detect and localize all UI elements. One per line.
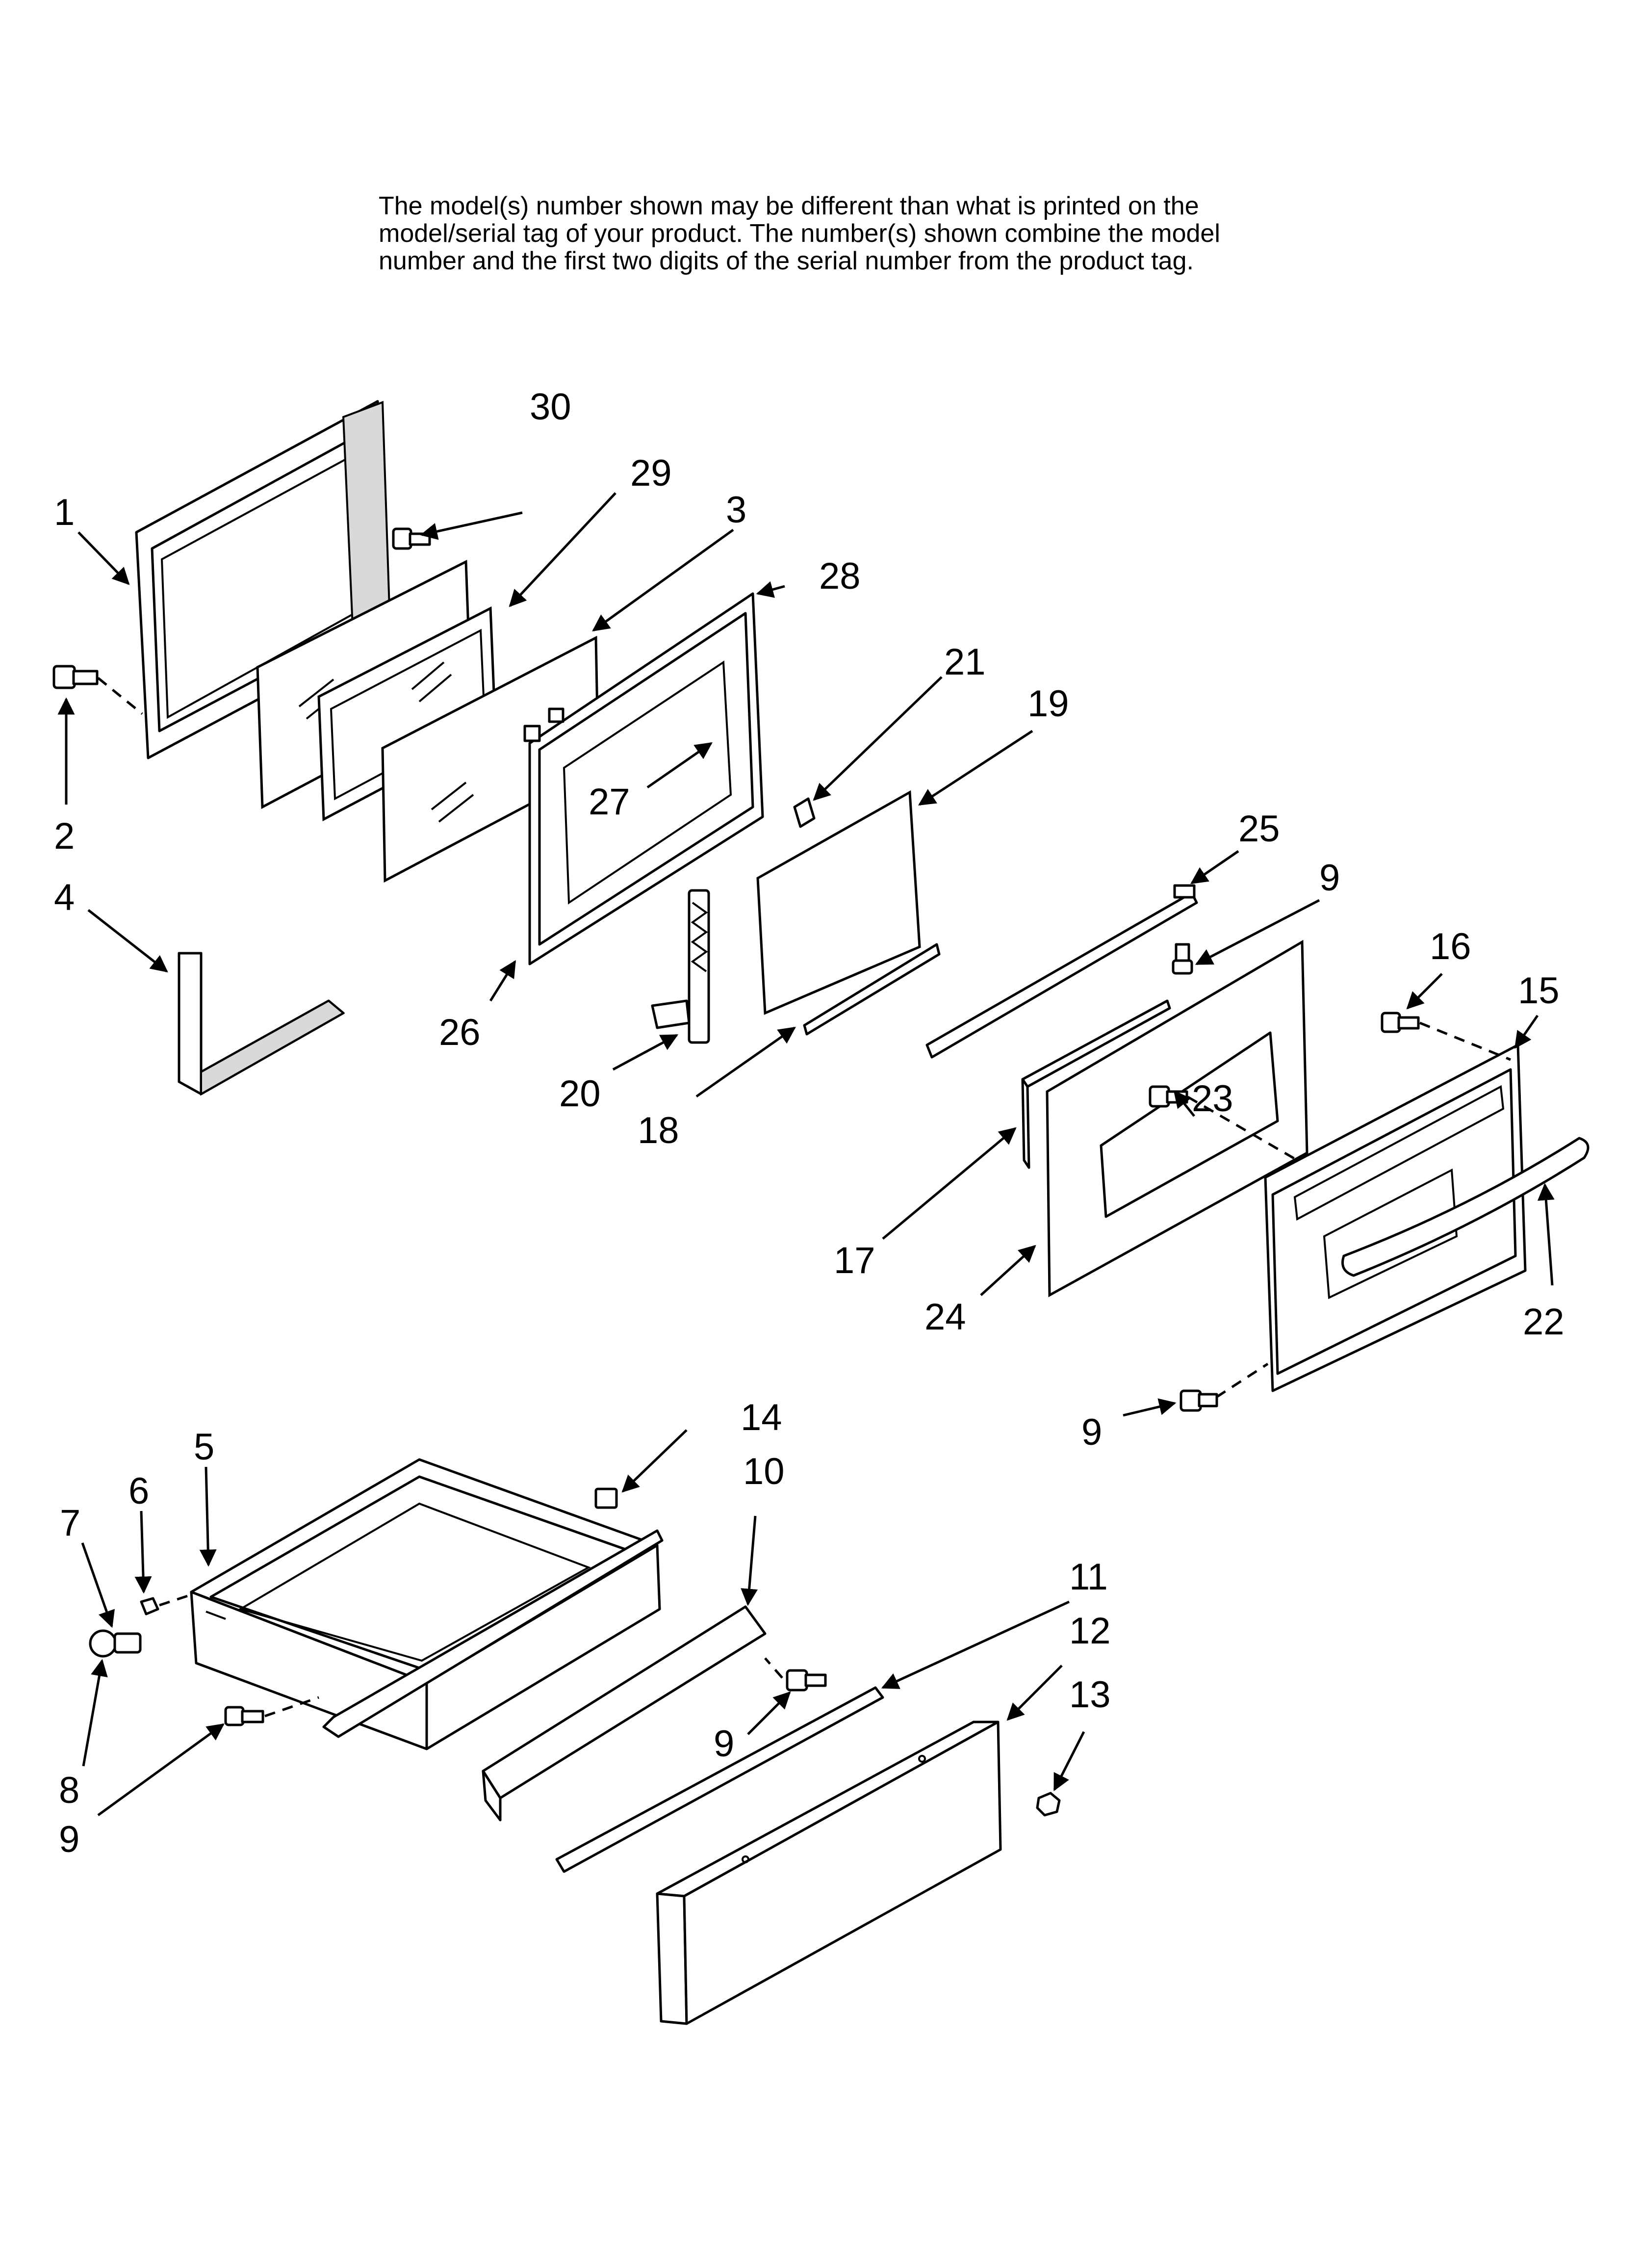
part-25-vent-strip (925, 884, 1198, 1059)
callout-9-upper: 9 (1319, 857, 1340, 899)
note-line-2: model/serial tag of your product. The nu… (379, 219, 1220, 248)
callout-7: 7 (60, 1502, 80, 1544)
callout-27: 27 (589, 781, 630, 823)
callout-30: 30 (530, 386, 571, 428)
part-20-hinge (651, 889, 710, 1044)
callout-17: 17 (834, 1240, 875, 1281)
callout-23: 23 (1192, 1078, 1233, 1120)
part-9-screw-door (1180, 1362, 1269, 1412)
callout-26: 26 (439, 1012, 481, 1053)
callout-18: 18 (638, 1110, 679, 1151)
callout-5: 5 (194, 1426, 214, 1468)
callout-19: 19 (1027, 683, 1069, 725)
callout-25: 25 (1238, 808, 1280, 850)
part-2-screw (52, 665, 143, 715)
part-14-bumper (594, 1487, 618, 1509)
part-16-screw (1381, 1012, 1511, 1061)
part-17-gasket (1021, 999, 1171, 1169)
part-10-drawer-bracket (482, 1605, 767, 1822)
callout-1: 1 (54, 492, 75, 533)
part-12-drawer-front (656, 1721, 1002, 2025)
callout-13: 13 (1069, 1674, 1111, 1716)
callout-21: 21 (944, 641, 986, 683)
part-9-screw-drawer (224, 1696, 319, 1726)
part-19-window (756, 790, 921, 1015)
model-number-note: The model(s) number shown may be differe… (379, 192, 1409, 275)
callout-9-bracket: 9 (714, 1723, 734, 1765)
callout-16: 16 (1430, 926, 1471, 967)
callout-12: 12 (1069, 1610, 1111, 1652)
note-line-1: The model(s) number shown may be differe… (379, 192, 1199, 220)
part-23-screw (1149, 1085, 1315, 1172)
part-24-outer-glass (1046, 939, 1308, 1298)
callout-15: 15 (1518, 970, 1560, 1012)
callout-9-door: 9 (1081, 1411, 1102, 1453)
callout-4: 4 (54, 877, 75, 918)
callout-11: 11 (1069, 1556, 1108, 1598)
note-line-3: number and the first two digits of the s… (379, 247, 1194, 275)
callout-9-drawer: 9 (59, 1819, 79, 1860)
part-5-drawer-pan (190, 1458, 664, 1750)
callout-29: 29 (630, 452, 672, 494)
part-8-roller (89, 1629, 142, 1658)
part-15-door-outer-panel (1264, 1043, 1527, 1392)
part-22-door-handle (1341, 1137, 1590, 1277)
part-21-clip (793, 797, 816, 828)
callout-24: 24 (924, 1296, 966, 1338)
callout-22: 22 (1523, 1301, 1565, 1343)
part-18-trim (803, 943, 941, 1036)
leader-lines (57, 492, 1555, 1817)
callout-2: 2 (54, 815, 75, 857)
callout-6: 6 (128, 1470, 149, 1512)
callout-14: 14 (741, 1397, 782, 1438)
part-9-screw-upper (1172, 943, 1193, 975)
callout-20: 20 (559, 1073, 601, 1115)
part-13-nut (1036, 1792, 1061, 1817)
part-26-inner-door-liner (523, 592, 764, 965)
part-30-screw (392, 527, 431, 550)
part-11-trim-rail (555, 1686, 884, 1873)
callout-10: 10 (743, 1451, 785, 1492)
callout-28: 28 (819, 555, 861, 597)
callout-8: 8 (59, 1770, 79, 1811)
callout-3: 3 (726, 489, 746, 531)
part-9-screw-bracket (764, 1657, 827, 1692)
callout-labels: 1 2 30 29 3 28 21 19 27 4 26 20 18 25 9 … (54, 386, 1565, 1860)
part-4-side-trim (178, 952, 345, 1096)
part-6-nut (140, 1593, 193, 1616)
